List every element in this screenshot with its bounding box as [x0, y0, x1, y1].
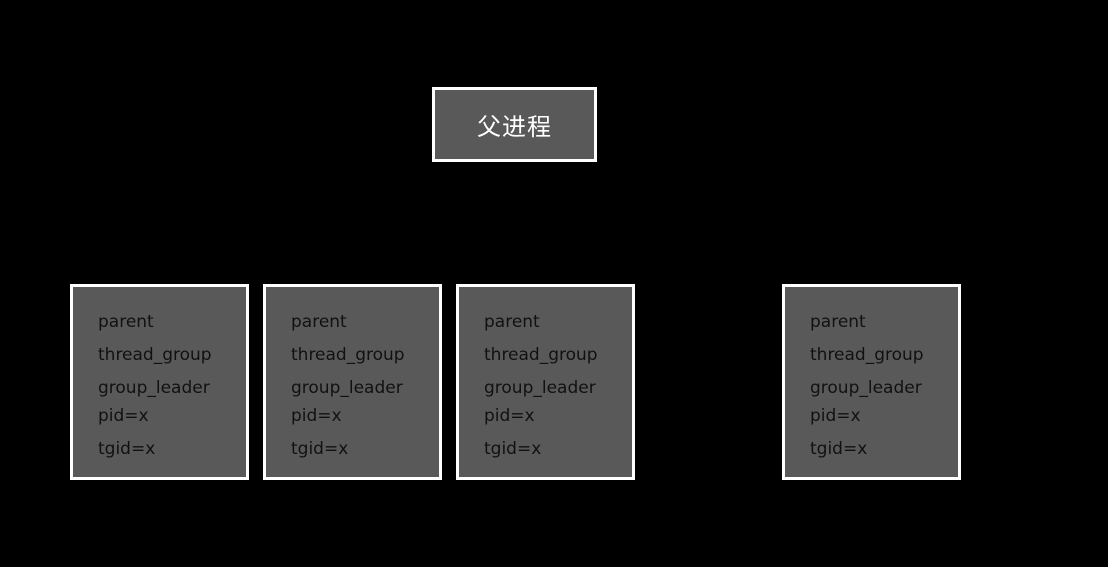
task-field-parent: parent	[810, 312, 866, 332]
task-box-1: parent thread_group group_leader pid=x t…	[70, 284, 249, 480]
task-field-group-leader: group_leader	[98, 378, 210, 398]
task-field-parent: parent	[484, 312, 540, 332]
task-field-pid: pid=x	[98, 406, 149, 426]
task-field-tgid: tgid=x	[484, 439, 542, 459]
task-box-4: parent thread_group group_leader pid=x t…	[782, 284, 961, 480]
task-field-group-leader: group_leader	[810, 378, 922, 398]
parent-process-label: 父进程	[477, 113, 552, 141]
task-field-pid: pid=x	[810, 406, 861, 426]
task-box-3: parent thread_group group_leader pid=x t…	[456, 284, 635, 480]
task-field-parent: parent	[98, 312, 154, 332]
task-field-tgid: tgid=x	[291, 439, 349, 459]
task-field-thread-group: thread_group	[291, 345, 405, 365]
task-field-thread-group: thread_group	[810, 345, 924, 365]
task-field-tgid: tgid=x	[98, 439, 156, 459]
parent-process-box: 父进程	[432, 87, 597, 162]
task-field-thread-group: thread_group	[484, 345, 598, 365]
task-field-parent: parent	[291, 312, 347, 332]
task-field-pid: pid=x	[484, 406, 535, 426]
task-box-2: parent thread_group group_leader pid=x t…	[263, 284, 442, 480]
task-field-thread-group: thread_group	[98, 345, 212, 365]
task-field-tgid: tgid=x	[810, 439, 868, 459]
task-field-group-leader: group_leader	[291, 378, 403, 398]
task-field-group-leader: group_leader	[484, 378, 596, 398]
task-field-pid: pid=x	[291, 406, 342, 426]
